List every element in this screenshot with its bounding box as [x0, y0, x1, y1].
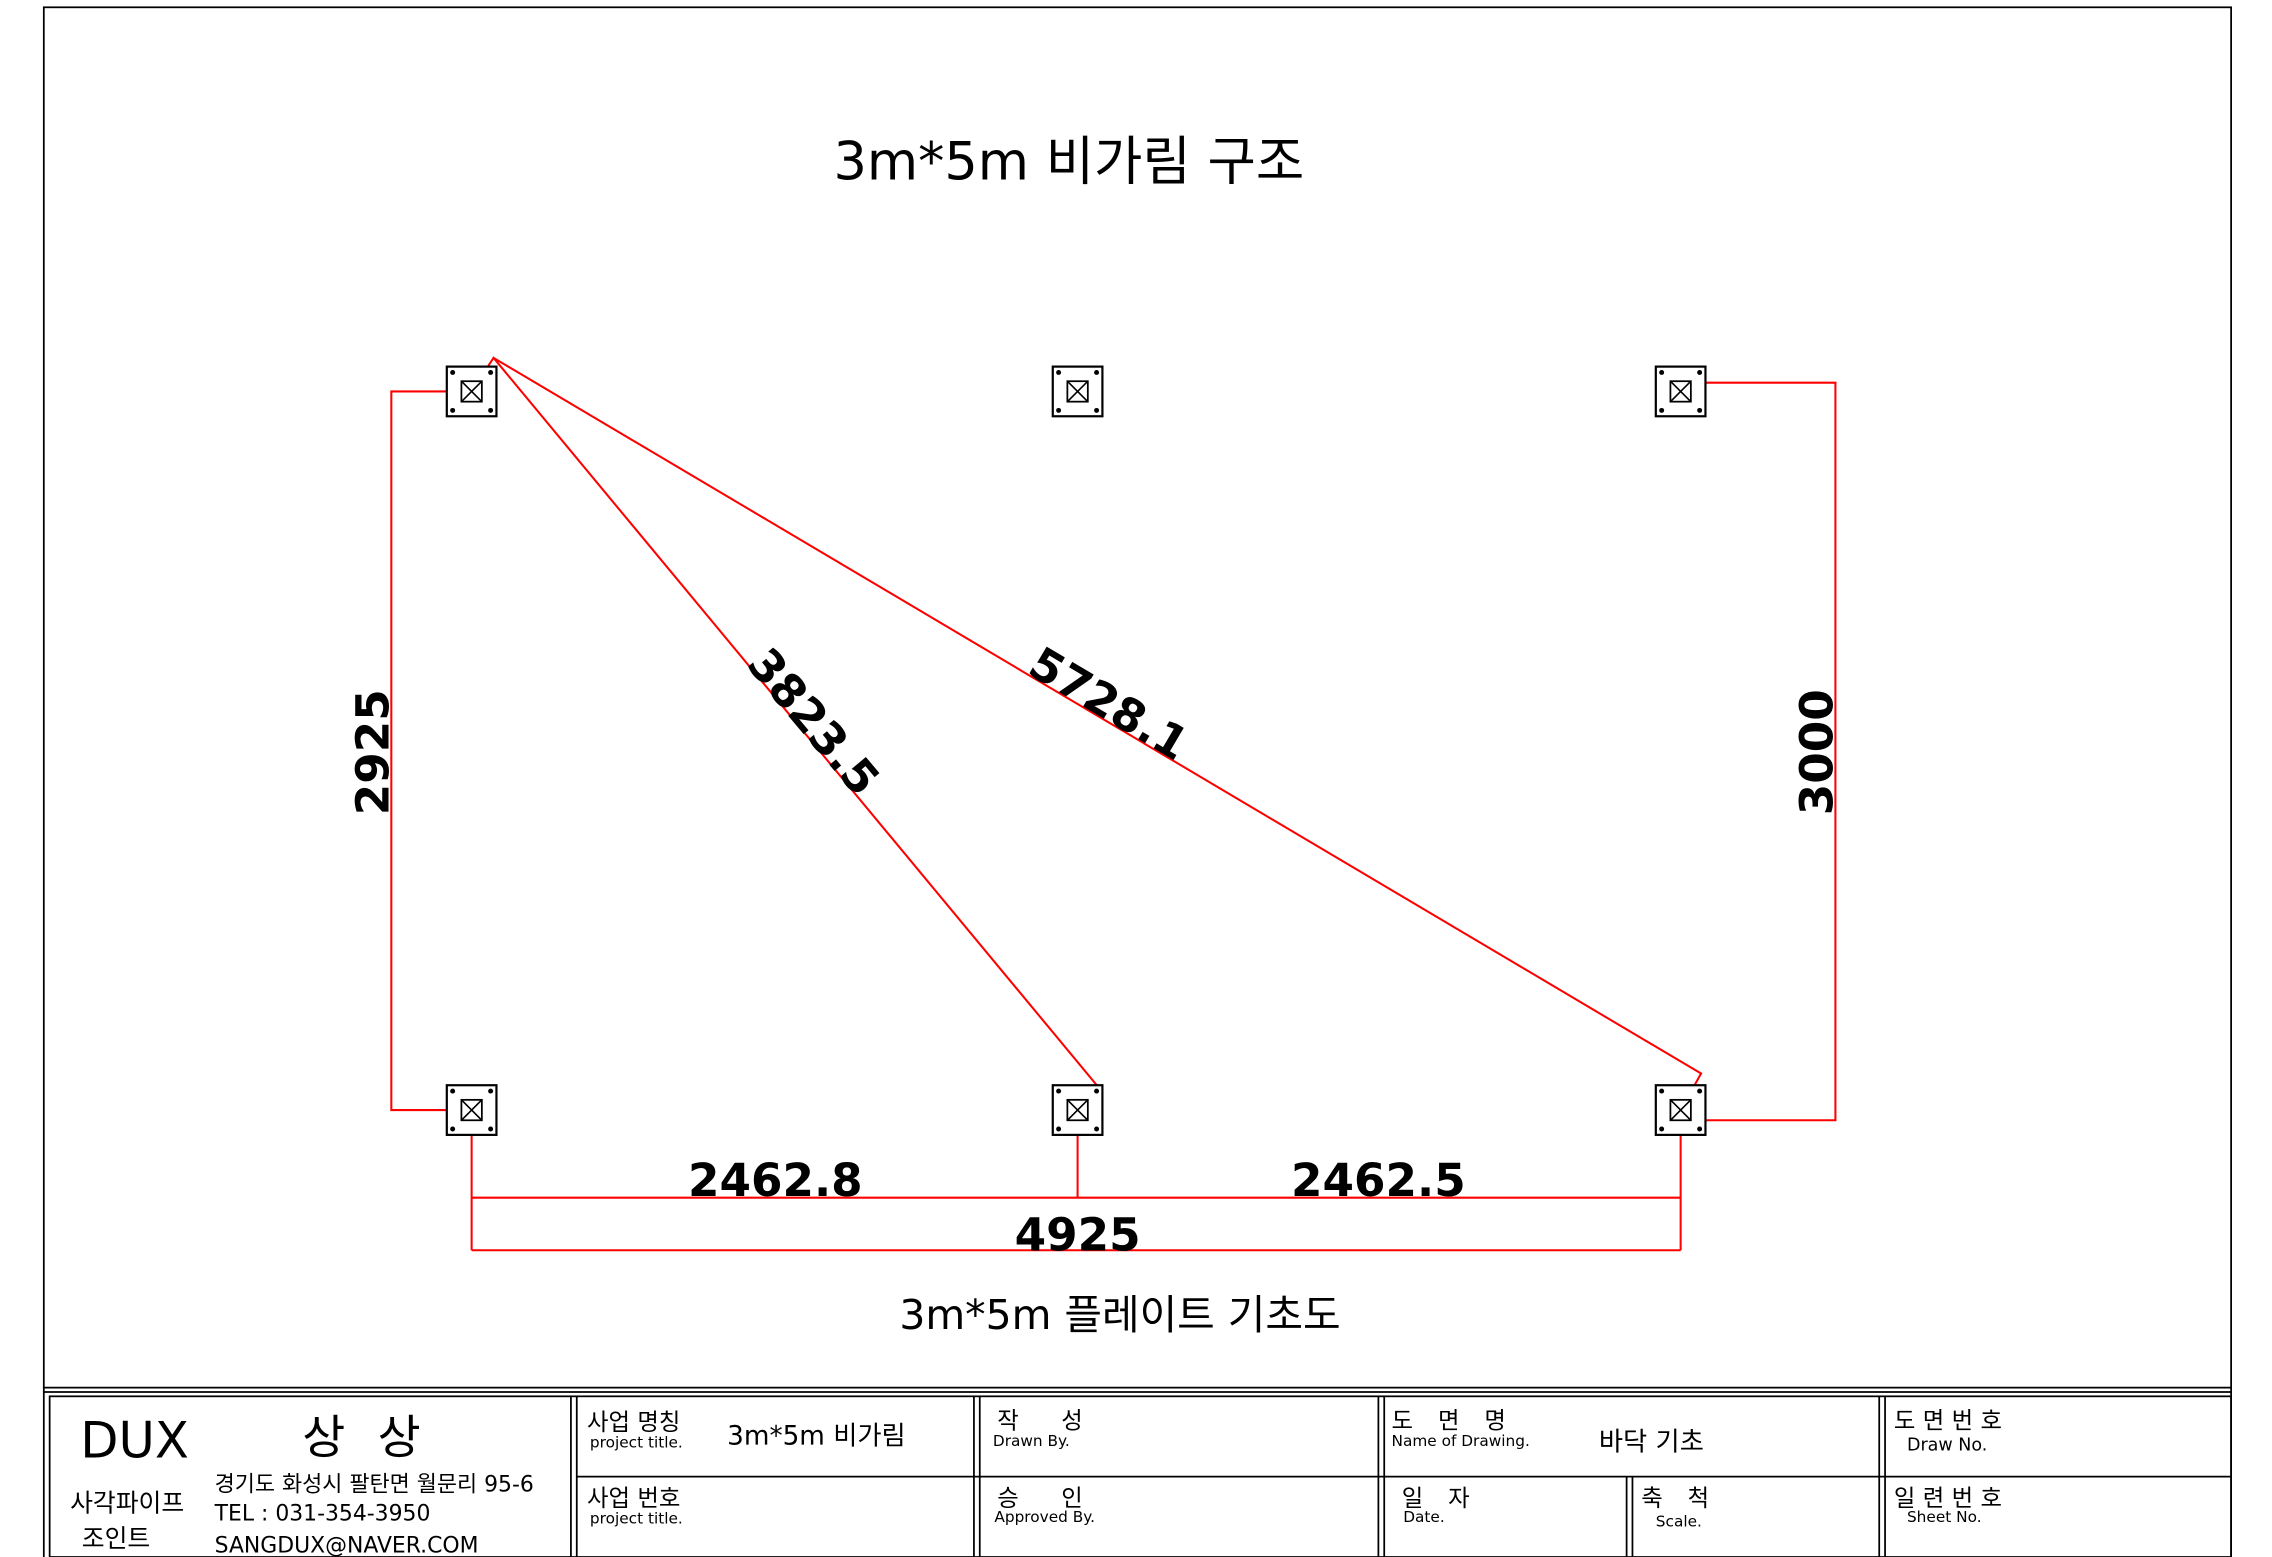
diagonal-long-line [493, 356, 1703, 1111]
dim-label-diagonal-long: 5728.1 [1020, 637, 1197, 772]
dimension-lines [390, 356, 1837, 1252]
approved-by-label: 승 인 [997, 1484, 1100, 1512]
company-info: DUX 상 상 사각파이프 조인트 경기도 화성시 팔탄면 월문리 95-6 T… [70, 1411, 534, 1557]
column-plate [1051, 365, 1104, 418]
project-name-value: 3m*5m 비가림 [727, 1422, 906, 1452]
right-dimension-line [1690, 381, 1837, 1122]
product-line-1: 사각파이프 [70, 1489, 184, 1518]
scale-label: 축 척 [1641, 1484, 1718, 1512]
drawing-name-label-en: Name of Drawing. [1392, 1432, 1530, 1450]
draw-no-label-en: Draw No. [1907, 1435, 1987, 1455]
project-name-label-en: project title. [590, 1433, 683, 1451]
company-brand: DUX [80, 1412, 189, 1470]
drawing-name-label: 도 면 명 [1392, 1406, 1515, 1434]
draw-no-label: 도 면 번 호 [1894, 1406, 2002, 1434]
dim-label-bottom-left: 2462.8 [688, 1154, 863, 1207]
drawn-by-label-en: Drawn By. [993, 1432, 1070, 1450]
drawing-title: 3m*5m 비가림 구조 [833, 132, 1304, 193]
column-plate [445, 365, 498, 418]
dim-label-right: 3000 [1791, 689, 1844, 815]
company-tel: TEL : 031-354-3950 [214, 1501, 431, 1526]
sheet-no-label-en: Sheet No. [1907, 1508, 1982, 1526]
company-email: SANGDUX@NAVER.COM [215, 1534, 479, 1557]
dim-label-left: 2925 [346, 689, 399, 815]
drawing-subtitle: 3m*5m 플레이트 기초도 [899, 1291, 1340, 1339]
company-name: 상 상 [302, 1411, 429, 1465]
diagonal-short-line [470, 356, 1100, 1111]
product-line-2: 조인트 [82, 1524, 150, 1553]
column-plate [1051, 1084, 1104, 1136]
project-no-label: 사업 번호 [587, 1484, 680, 1512]
approved-by-label-en: Approved By. [994, 1508, 1095, 1526]
column-plate [1654, 1084, 1707, 1136]
date-label: 일 자 [1402, 1484, 1479, 1512]
scale-label-en: Scale. [1656, 1512, 1702, 1530]
company-address: 경기도 화성시 팔탄면 월문리 95-6 [215, 1472, 534, 1497]
left-dimension-line [390, 390, 462, 1112]
column-plate [1654, 365, 1707, 418]
date-label-en: Date. [1403, 1508, 1445, 1526]
column-plate [445, 1084, 498, 1136]
drawing-name-value: 바닥 기초 [1599, 1427, 1704, 1457]
sheet-no-label: 일 련 번 호 [1894, 1484, 2002, 1512]
dim-label-bottom-total: 4925 [1015, 1208, 1141, 1261]
drawn-by-label: 작 성 [997, 1406, 1100, 1434]
dim-label-diagonal-short: 3823.5 [737, 638, 890, 806]
project-name-label: 사업 명칭 [587, 1408, 680, 1436]
column-plates [445, 365, 1707, 1136]
dim-label-bottom-right: 2462.5 [1291, 1154, 1466, 1207]
project-no-label-en: project title. [590, 1509, 683, 1527]
title-block-frame [43, 1386, 2232, 1557]
sheet-border [42, 6, 2232, 1557]
